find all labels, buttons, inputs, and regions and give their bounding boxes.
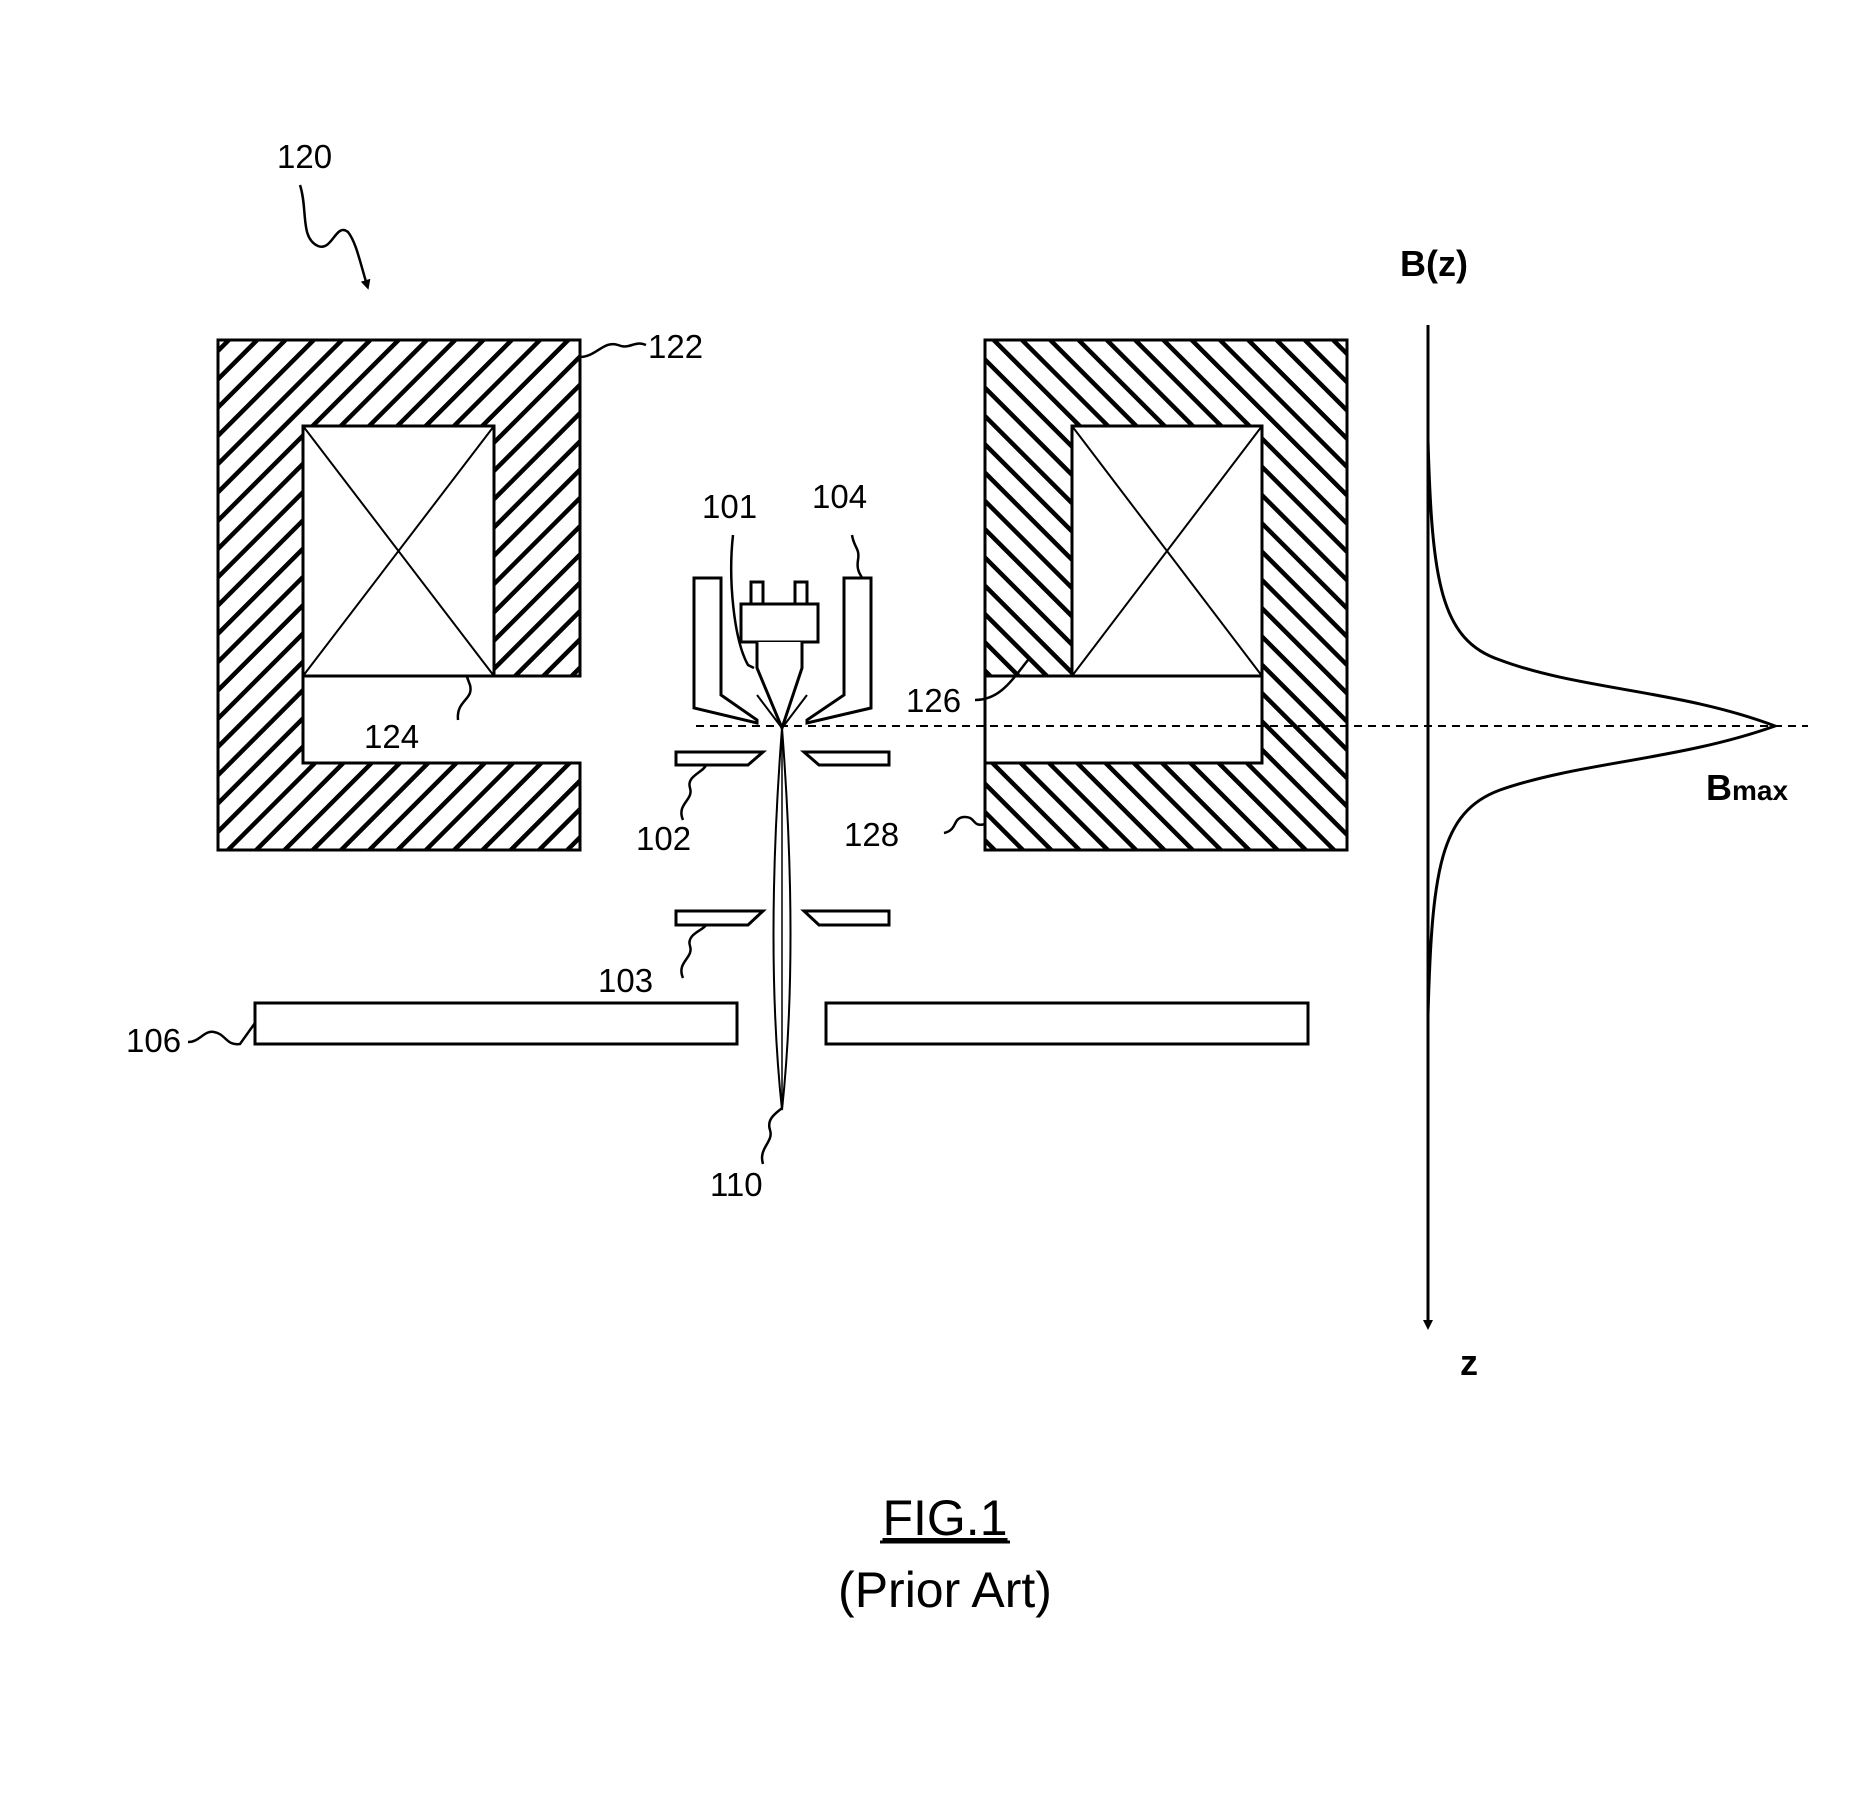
bmax-label-main: B [1706, 767, 1732, 808]
emitter-pin-right [795, 582, 807, 604]
bmax-label-sub: max [1732, 775, 1788, 806]
label-110: 110 [710, 1166, 763, 1203]
leader-128 [944, 817, 985, 833]
leader-110 [762, 1108, 782, 1164]
plate-right [826, 1003, 1308, 1044]
electrode-102-left [676, 752, 763, 765]
emitter-assembly [694, 578, 871, 728]
electrode-102-right [804, 752, 889, 765]
label-120: 120 [277, 138, 332, 175]
plate-left [255, 1003, 737, 1044]
label-101: 101 [702, 488, 757, 525]
leader-122 [580, 344, 646, 357]
left-pole-piece [218, 340, 580, 850]
label-104: 104 [812, 478, 867, 515]
leader-103 [681, 925, 706, 978]
leader-102 [681, 765, 706, 820]
right-gap [985, 676, 1262, 763]
label-122: 122 [648, 328, 703, 365]
electrode-103-left [676, 911, 763, 925]
left-suppressor [694, 578, 757, 723]
electron-beam [757, 695, 807, 1110]
field-plot [1428, 325, 1775, 1325]
leader-104 [852, 535, 862, 578]
figure-subcaption: (Prior Art) [838, 1562, 1052, 1618]
figure-caption: FIG.1 [882, 1490, 1007, 1546]
field-curve [1428, 440, 1775, 1015]
label-124: 124 [364, 718, 419, 755]
emitter-body [741, 604, 818, 642]
leader-124 [458, 677, 471, 720]
label-102: 102 [636, 820, 691, 857]
right-pole-piece [985, 340, 1347, 850]
leader-120 [300, 185, 367, 285]
bmax-label: Bmax [1706, 767, 1788, 808]
label-106: 106 [126, 1022, 181, 1059]
label-103: 103 [598, 962, 653, 999]
leader-106 [188, 1023, 255, 1044]
emitter-pin-left [751, 582, 763, 604]
field-axis-label: B(z) [1400, 243, 1468, 284]
label-128: 128 [844, 816, 899, 853]
z-axis-label: z [1460, 1342, 1478, 1383]
emitter-tip [757, 642, 802, 728]
right-suppressor [807, 578, 871, 723]
electrode-103-right [804, 911, 889, 925]
label-126: 126 [906, 682, 961, 719]
